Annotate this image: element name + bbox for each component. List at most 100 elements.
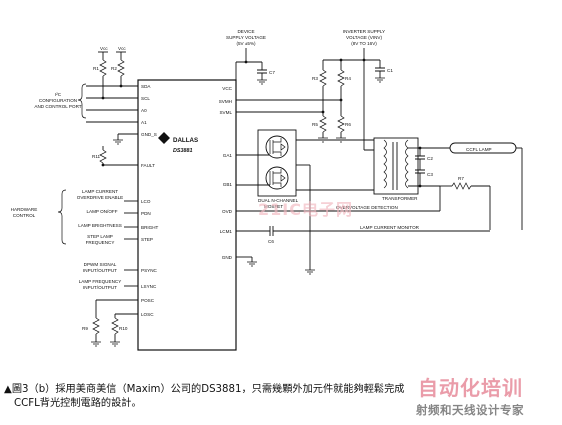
lamp-current-monitor-label: LAMP CURRENT MONITOR <box>360 225 420 230</box>
overvoltage-label: OVERVOLTAGE DETECTION <box>336 205 398 210</box>
watermark-br-bottom: 射频和天线设计专家 <box>416 403 524 417</box>
hardware-label-1: HARDWARE <box>11 207 38 212</box>
resistor-r5 <box>319 115 327 133</box>
inverter-supply-1: INVERTER SUPPLY <box>343 29 385 34</box>
ds3881-chip <box>137 79 237 351</box>
c7-label: C7 <box>269 70 275 75</box>
pin-gnd: GND <box>222 255 233 260</box>
hardware-label-2: CONTROL <box>13 213 36 218</box>
device-supply-3: (5V ±5%) <box>236 41 256 46</box>
pin-a0: A0 <box>141 108 147 113</box>
resistor-r4 <box>337 69 345 87</box>
lamp-brightness: LAMP BRIGHTNESS <box>78 223 122 228</box>
r1-label: R1 <box>93 66 99 71</box>
pin-psync: PSYNC <box>141 268 158 273</box>
device-supply: DEVICE SUPPLY VOLTAGE (5V ±5%) C7 <box>226 29 275 88</box>
pin-svmh: SVMH <box>219 99 232 104</box>
mosfet-label-1: DUAL N-CHANNEL <box>258 198 299 203</box>
figure-caption: ▲圖3（b）採用美商美信（Maxim）公司的DS3881，只需幾顆外加元件就能夠… <box>4 383 424 411</box>
inverter-supply-3: (8V TO 16V) <box>351 41 377 46</box>
r11-label: R11 <box>92 154 101 159</box>
i2c-label-3: AND CONTROL PORT <box>34 104 81 109</box>
pin-sda: SDA <box>141 84 151 89</box>
c1-label: C1 <box>387 68 393 73</box>
dual-mosfet: DUAL N-CHANNEL MOSFET <box>236 129 384 275</box>
pin-gnd-s: GND_S <box>141 132 157 137</box>
r3-label: R3 <box>312 76 318 81</box>
pin-vcc: VCC <box>222 86 232 91</box>
watermark-br-top: 自动化培训 <box>418 376 523 400</box>
right-pin-labels: VCC SVMH SVML GA1 GB1 OVD LCM1 GND <box>219 86 233 260</box>
i2c-label-1: I²C <box>55 92 62 97</box>
hardware-control: HARDWARE CONTROL LAMP CURRENT OVERDRIVE … <box>11 189 138 290</box>
chip-brand: DALLAS <box>173 137 198 144</box>
mosfet-lower <box>265 166 289 190</box>
step-lamp-1: STEP LAMP <box>87 234 113 239</box>
pin-fault: FAULT <box>141 163 155 168</box>
pin-gb1: GB1 <box>223 182 233 187</box>
pin-ga1: GA1 <box>223 153 233 158</box>
pin-ovd: OVD <box>222 209 233 214</box>
pin-posc: POSC <box>141 298 155 303</box>
pin-losc: LOSC <box>141 312 154 317</box>
chip-part-number: DS3881 <box>173 148 192 154</box>
vcc2-label: Vcc <box>118 46 126 51</box>
pin-pdn: PDN <box>141 211 151 216</box>
resistor-r6 <box>337 115 345 133</box>
pin-step: STEP <box>141 237 153 242</box>
caption-line-2: CCFL背光控制電路的設計。 <box>14 398 142 409</box>
lamp-freq-label-1: LAMP FREQUENCY <box>79 279 122 284</box>
hardware-brace <box>57 189 67 245</box>
i2c-label-2: CONFIGURATION <box>39 98 77 103</box>
ground-gnd-s <box>113 139 123 145</box>
pin-lcm1: LCM1 <box>220 229 233 234</box>
resistor-r11 <box>99 149 107 164</box>
inverter-supply-2: VOLTAGE (VINV) <box>346 35 383 40</box>
r7-label: R7 <box>458 176 464 181</box>
lamp-current-1: LAMP CURRENT <box>82 189 118 194</box>
r10-label: R10 <box>119 326 128 331</box>
r5-label: R5 <box>312 122 318 127</box>
lamp-current-2: OVERDRIVE ENABLE <box>77 195 123 200</box>
dallas-logo: DALLAS <box>158 132 198 144</box>
transformer-label: TRANSFORMER <box>382 196 418 201</box>
resistor-r3 <box>319 69 327 87</box>
step-lamp-2: FREQUENCY <box>86 240 115 245</box>
resistor-r9 <box>92 317 100 335</box>
dpwm-label-1: DPWM SIGNAL <box>84 262 117 267</box>
watermark-21ic: 21IC电子网 <box>258 200 353 219</box>
pin-scl: SCL <box>141 96 150 101</box>
device-supply-1: DEVICE <box>237 29 254 34</box>
c6-label: C6 <box>268 239 274 244</box>
output-stage: C2 C3 CCFL LAMP R7 OVERVOLTAGE DETECTION… <box>236 142 523 267</box>
r6-label: R6 <box>345 122 351 127</box>
resistor-r2 <box>117 59 125 77</box>
resistor-r7 <box>451 182 472 190</box>
resistor-r1 <box>99 59 107 77</box>
left-pin-labels: SDA SCL A0 A1 GND_S FAULT LCO PDN BRIGHT… <box>141 84 159 317</box>
dpwm-label-2: INPUT/OUTPUT <box>83 268 117 273</box>
resistor-r10 <box>111 317 119 335</box>
caption-line-1: ▲圖3（b）採用美商美信（Maxim）公司的DS3881，只需幾顆外加元件就能夠… <box>4 384 405 395</box>
c2-label: C2 <box>427 156 433 161</box>
pin-lsync: LSYNC <box>141 284 157 289</box>
pin-bright: BRIGHT <box>141 225 159 230</box>
r4-label: R4 <box>345 76 351 81</box>
mosfet-label-2: MOSFET <box>264 204 283 209</box>
pin-svml: SVML <box>219 110 232 115</box>
i2c-brace <box>77 83 87 119</box>
watermark-bottom-right: 自动化培训 射频和天线设计专家 <box>416 372 562 424</box>
device-supply-2: SUPPLY VOLTAGE <box>226 35 266 40</box>
ccfl-lamp-label: CCFL LAMP <box>466 147 492 152</box>
i2c-pullups: Vcc Vcc R1 R2 I²C CONFIGURATION AND CONT… <box>34 46 138 167</box>
mosfet-upper <box>265 135 289 159</box>
pin-a1: A1 <box>141 120 147 125</box>
c3-label: C3 <box>427 172 433 177</box>
lamp-freq-label-2: INPUT/OUTPUT <box>83 285 117 290</box>
lamp-onoff: LAMP ON/OFF <box>86 209 117 214</box>
r2-label: R2 <box>111 66 117 71</box>
pin-lco: LCO <box>141 199 151 204</box>
r9-label: R9 <box>82 326 88 331</box>
